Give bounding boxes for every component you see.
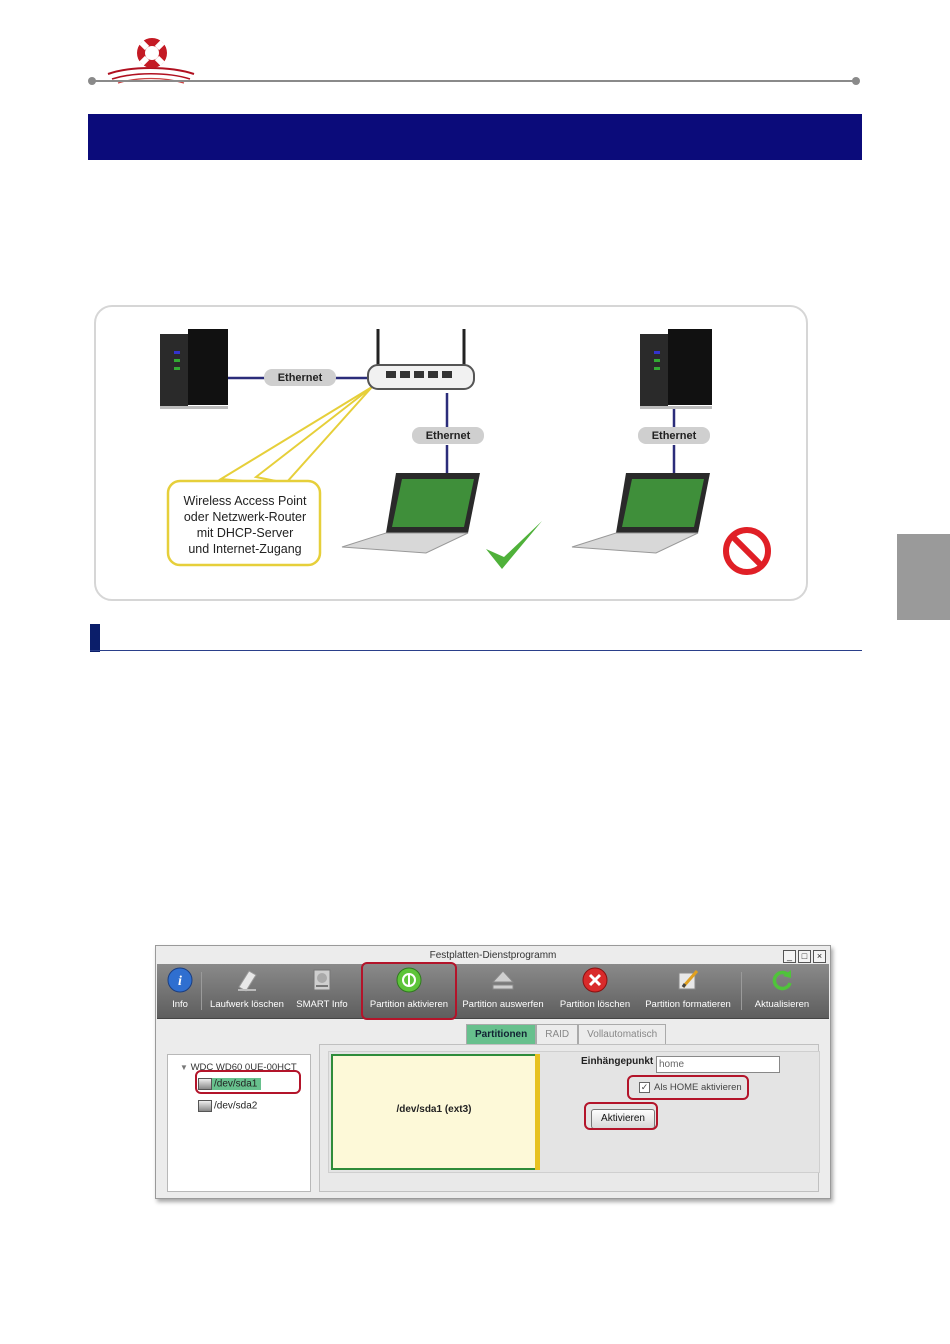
callout-line: oder Netzwerk-Router xyxy=(183,510,307,524)
delete-partition-label: Partition löschen xyxy=(559,999,631,1010)
tab-raid[interactable]: RAID xyxy=(536,1024,579,1045)
toolbar-separator xyxy=(201,972,202,1010)
activate-partition-button[interactable]: Partition aktivieren xyxy=(363,964,455,1018)
tree-item-sda2[interactable]: /dev/sda2 xyxy=(198,1100,257,1112)
eject-icon xyxy=(491,970,515,990)
smart-info-button[interactable]: SMART Info xyxy=(293,964,351,1018)
toolbar: i Info Laufwerk löschen SMART Info Parti… xyxy=(157,964,829,1019)
nas-icon xyxy=(160,329,228,409)
laptop-icon xyxy=(571,473,710,554)
tab-bar: Partitionen RAID Vollautomatisch xyxy=(466,1024,667,1045)
header-rule xyxy=(92,80,858,82)
callout-line: und Internet-Zugang xyxy=(188,542,302,556)
section-heading-marker xyxy=(90,624,100,652)
tree-item-sda1[interactable]: /dev/sda1 xyxy=(198,1078,262,1090)
eject-partition-button[interactable]: Partition auswerfen xyxy=(457,964,549,1018)
refresh-button[interactable]: Aktualisieren xyxy=(747,964,817,1018)
checkmark-icon xyxy=(486,521,542,569)
delete-partition-button[interactable]: Partition löschen xyxy=(553,964,637,1018)
eject-partition-label: Partition auswerfen xyxy=(462,999,544,1010)
highlight-tree-item xyxy=(195,1070,301,1094)
highlight-activate xyxy=(584,1102,658,1130)
close-button[interactable]: × xyxy=(813,950,826,963)
tree-item-label: /dev/sda2 xyxy=(214,1100,258,1112)
highlight-checkbox xyxy=(627,1075,749,1100)
delete-icon xyxy=(582,967,608,993)
header-rule-dot xyxy=(852,77,860,85)
tree-item-label: /dev/sda1 xyxy=(214,1078,258,1090)
callout-line: Wireless Access Point xyxy=(183,494,307,508)
partition-block[interactable]: /dev/sda1 (ext3) xyxy=(331,1054,537,1170)
home-checkbox[interactable]: ✓ xyxy=(639,1082,650,1093)
format-partition-label: Partition formatieren xyxy=(645,999,731,1010)
disk-utility-window: Festplatten-Dienstprogramm _ □ × i Info … xyxy=(155,945,831,1199)
partition-free-strip xyxy=(535,1054,540,1170)
tab-partitions[interactable]: Partitionen xyxy=(466,1024,537,1045)
window-controls: _ □ × xyxy=(783,950,826,963)
callout-line: mit DHCP-Server xyxy=(196,526,294,540)
mount-point-label: Einhängepunkt xyxy=(581,1056,654,1067)
ethernet-label: Ethernet xyxy=(277,372,323,384)
drive-name: WDC WD60 0UE-00HCT xyxy=(190,1062,297,1073)
mount-point-input[interactable]: home xyxy=(656,1056,780,1073)
ethernet-label: Ethernet xyxy=(425,430,471,442)
home-checkbox-label: Als HOME aktivieren xyxy=(654,1082,742,1094)
router-callout: Wireless Access Point oder Netzwerk-Rout… xyxy=(170,493,320,557)
svg-text:i: i xyxy=(178,974,182,989)
smart-drive-icon xyxy=(313,969,331,991)
tree-root-drive[interactable]: ▼ WDC WD60 0UE-00HCT xyxy=(180,1062,297,1073)
activate-partition-icon xyxy=(396,967,422,993)
format-icon xyxy=(678,970,699,990)
activate-partition-label: Partition aktivieren xyxy=(369,999,449,1010)
tab-automatic[interactable]: Vollautomatisch xyxy=(578,1024,667,1045)
hard-drive-icon xyxy=(198,1078,212,1090)
header-rule-dot xyxy=(88,77,96,85)
hard-drive-icon xyxy=(198,1100,212,1112)
nas-icon xyxy=(640,329,712,409)
info-button[interactable]: i Info xyxy=(165,964,195,1018)
erase-drive-label: Laufwerk löschen xyxy=(210,999,284,1010)
eraser-icon xyxy=(238,970,257,992)
window-title: Festplatten-Dienstprogramm xyxy=(429,950,557,961)
expand-arrow-icon[interactable]: ▼ xyxy=(180,1063,188,1072)
erase-drive-button[interactable]: Laufwerk löschen xyxy=(205,964,289,1018)
info-icon: i xyxy=(167,967,193,993)
router-icon xyxy=(367,329,475,390)
refresh-label: Aktualisieren xyxy=(754,999,810,1010)
network-diagram-graphic xyxy=(160,329,771,575)
partition-content: /dev/sda1 (ext3) Einhängepunkt home ✓ Als… xyxy=(328,1051,820,1173)
format-partition-button[interactable]: Partition formatieren xyxy=(639,964,737,1018)
ethernet-label: Ethernet xyxy=(651,430,697,442)
laptop-icon xyxy=(341,473,480,554)
chapter-side-tab xyxy=(897,534,950,620)
highlight-toolbar xyxy=(361,962,457,1020)
partition-panel: /dev/sda1 (ext3) Einhängepunkt home ✓ Als… xyxy=(319,1044,820,1192)
smart-info-label: SMART Info xyxy=(296,999,348,1010)
drive-tree: ▼ WDC WD60 0UE-00HCT /dev/sda1 /dev/sda2 xyxy=(167,1054,311,1192)
toolbar-separator xyxy=(741,972,742,1010)
info-label: Info xyxy=(172,999,188,1010)
lifebuoy-logo-icon xyxy=(107,38,195,84)
minimize-button[interactable]: _ xyxy=(783,950,796,963)
maximize-button[interactable]: □ xyxy=(798,950,811,963)
section-title-bar xyxy=(88,114,862,160)
refresh-icon xyxy=(772,970,792,991)
section-heading-rule xyxy=(90,650,862,651)
partition-block-label: /dev/sda1 (ext3) xyxy=(396,1104,472,1115)
home-checkbox-row[interactable]: ✓ Als HOME aktivieren xyxy=(639,1082,742,1093)
prohibited-icon xyxy=(723,527,771,575)
